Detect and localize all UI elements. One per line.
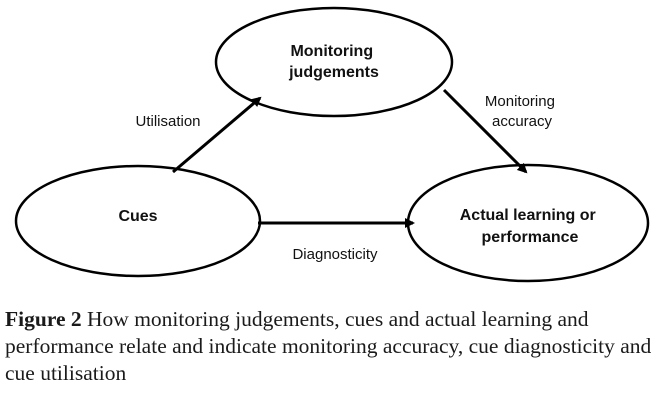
svg-text:Cues: Cues: [118, 208, 157, 225]
node-actual-learning: Actual learning or performance: [406, 163, 650, 283]
edge-utilisation-label-line-1: Utilisation: [135, 113, 200, 130]
diagram: Monitoring judgements Cues Actual learni…: [14, 6, 650, 283]
node-cues: Cues: [14, 164, 262, 278]
figure-caption-text: How monitoring judgements, cues and actu…: [5, 307, 652, 385]
edge-monitoring-accuracy-label-line-2: accuracy: [492, 113, 553, 130]
edge-utilisation-arrow: [172, 96, 262, 174]
edge-utilisation-label: Utilisation: [135, 113, 200, 130]
edge-monitoring-accuracy-label-line-1: Monitoring: [485, 93, 555, 110]
node-actual-line-1: Actual learning or: [460, 207, 596, 224]
node-monitoring-line-2: judgements: [288, 64, 379, 81]
node-cues-ellipse: [14, 164, 262, 278]
node-actual-line-2: performance: [482, 229, 579, 246]
node-monitoring-judgements: Monitoring judgements: [214, 6, 454, 118]
edge-monitoring-accuracy-label: Monitoring accuracy: [485, 93, 559, 130]
edge-diagnosticity-label: Diagnosticity: [292, 246, 378, 263]
edge-monitoring-accuracy-arrow: [442, 88, 528, 174]
node-monitoring-ellipse: [214, 6, 454, 118]
edge-diagnosticity-label-line-1: Diagnosticity: [292, 246, 378, 263]
figure-caption: Figure 2 How monitoring judgements, cues…: [5, 306, 660, 387]
figure-label: Figure 2: [5, 307, 82, 331]
node-cues-line-1: Cues: [118, 208, 157, 225]
svg-text:Actual learning or perfo: Actual learning or performance: [460, 207, 600, 246]
node-monitoring-line-1: Monitoring: [290, 43, 373, 60]
svg-text:Monitoring judgements: Monitoring judgements: [288, 43, 379, 81]
